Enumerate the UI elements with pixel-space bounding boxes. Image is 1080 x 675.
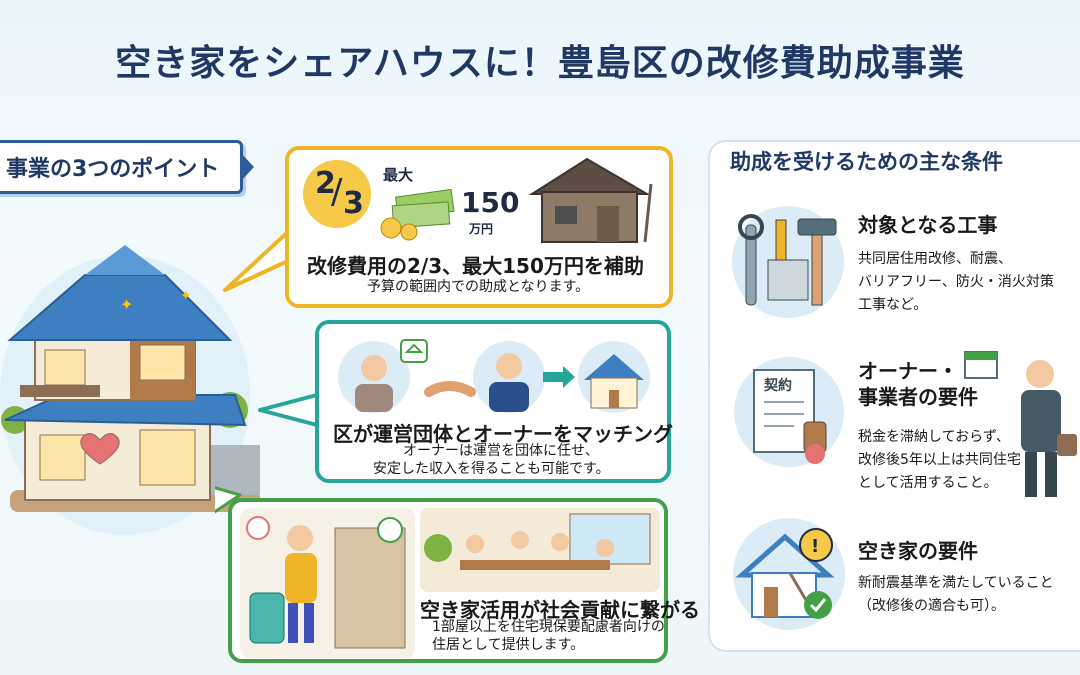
point2-line-1: オーナーは運営を団体に任せ、 (403, 443, 599, 459)
fraction-denominator: 3 (343, 186, 364, 221)
point-card-subsidy: 2 / 3 最大 150 万円 改修費用の2/3、最大150万円を補助 予算の範… (285, 146, 673, 308)
condition2-line-2: 改修後5年以上は共同住宅 (858, 452, 1021, 468)
contract-label: 契約 (764, 378, 792, 394)
point2-line-2: 安定した収入を得ることも可能です。 (373, 461, 610, 477)
svg-text:!: ! (811, 536, 819, 557)
svg-text:✦: ✦ (120, 295, 133, 314)
point1-heading: 改修費用の2/3、最大150万円を補助 (307, 254, 644, 278)
point-card-matching: 区が運営団体とオーナーをマッチング オーナーは運営を団体に任せ、 安定した収入を… (315, 320, 673, 483)
money-stack-icon (380, 188, 455, 241)
max-label: 最大 (383, 166, 414, 184)
condition1-line-1: 共同居住用改修、耐震、 (858, 251, 1012, 267)
tools-icon (732, 206, 844, 318)
condition3-line-1: 新耐震基準を満たしていること (858, 575, 1054, 591)
resident-illustration (240, 508, 415, 658)
condition3-heading: 空き家の要件 (858, 539, 978, 563)
fraction-badge: 2 / 3 (303, 160, 371, 228)
condition1-heading: 対象となる工事 (858, 213, 998, 237)
shared-living-illustration (420, 508, 660, 592)
point3-heading: 空き家活用が社会貢献に繋がる (420, 598, 700, 622)
conditions-title: 助成を受けるための主な条件 (730, 150, 1003, 174)
point2-heading: 区が運営団体とオーナーをマッチング (333, 422, 673, 446)
points-ribbon: 事業の3つのポイント (0, 140, 243, 194)
condition2-line-3: として活用すること。 (858, 475, 998, 491)
page-title: 空き家をシェアハウスに！豊島区の改修費助成事業 (115, 43, 965, 84)
calendar-icon (964, 351, 998, 379)
fraction-numerator: 2 (315, 166, 336, 201)
matching-illustration (338, 339, 650, 413)
house-warning-icon: ! (733, 518, 845, 630)
businessman-icon (1021, 360, 1077, 497)
point3-line-2: 住居として提供します。 (432, 637, 585, 653)
amount-value: 150 (461, 186, 520, 219)
ribbon-tail (240, 152, 254, 182)
point3-line-1: 1部屋以上を住宅現保要配慮者向けの (432, 619, 665, 635)
points-ribbon-label: 事業の3つのポイント (6, 157, 220, 182)
contract-icon (734, 357, 844, 467)
amount-unit: 万円 (469, 222, 494, 236)
condition2-line-1: 税金を滞納しておらず、 (858, 429, 1010, 445)
old-house-icon (528, 157, 653, 243)
condition1-line-3: 工事など。 (858, 297, 928, 313)
fraction-slash: / (331, 172, 343, 212)
point-card-social: 空き家活用が社会貢献に繋がる 1部屋以上を住宅現保要配慮者向けの 住居として提供… (228, 498, 700, 663)
condition2-heading-1: オーナー・ (858, 359, 958, 383)
condition1-line-2: バリアフリー、防火・消火対策 (858, 274, 1054, 290)
condition3-line-2: （改修後の適合も可）。 (858, 598, 1005, 614)
condition2-heading-2: 事業者の要件 (858, 385, 978, 409)
house-illustration: ✦ ✦ (0, 245, 260, 535)
svg-text:✦: ✦ (180, 288, 192, 304)
point1-note: 予算の範囲内での助成となります。 (367, 279, 590, 295)
